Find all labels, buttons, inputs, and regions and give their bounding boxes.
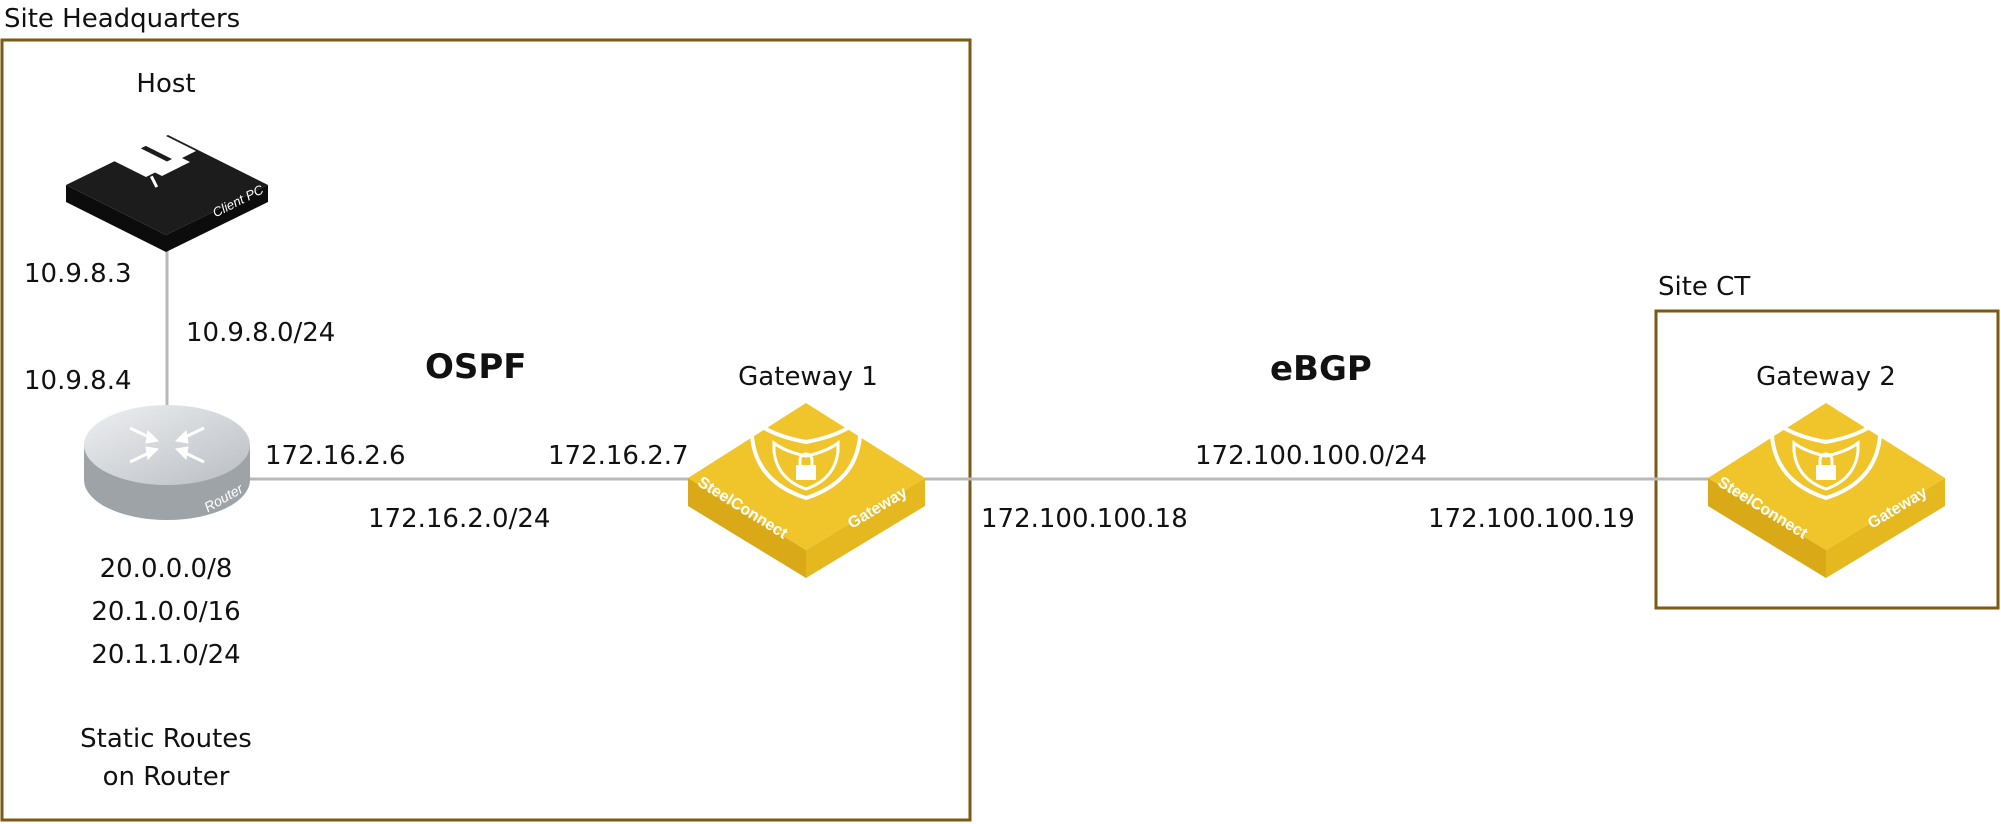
site-headquarters-label: Site Headquarters <box>4 4 241 34</box>
static-route-1: 20.0.0.0/8 <box>99 554 233 584</box>
gateway2-device[interactable]: SteelConnect Gateway <box>1708 403 1945 578</box>
gw1-router-side-ip-label: 172.16.2.7 <box>548 441 689 471</box>
gw1-gw2-subnet-label: 172.100.100.0/24 <box>1195 441 1428 471</box>
static-routes-caption-line2: on Router <box>102 762 230 792</box>
computer-icon <box>112 133 196 188</box>
ospf-label: OSPF <box>425 347 527 387</box>
static-route-3: 20.1.1.0/24 <box>91 640 241 670</box>
router-device[interactable]: Router <box>84 405 250 520</box>
router-gw1-side-ip-label: 172.16.2.6 <box>265 441 406 471</box>
shield-lock-icon <box>1770 415 1882 501</box>
gateway1-device[interactable]: SteelConnect Gateway <box>688 403 925 578</box>
gateway2-label: Gateway 2 <box>1756 362 1896 392</box>
gw1-wan-ip-label: 172.100.100.18 <box>981 504 1188 534</box>
gateway1-label: Gateway 1 <box>738 362 878 392</box>
ebgp-label: eBGP <box>1270 349 1372 389</box>
gw2-wan-ip-label: 172.100.100.19 <box>1428 504 1635 534</box>
site-ct-label: Site CT <box>1658 272 1751 302</box>
router-arrows-icon <box>129 426 205 464</box>
site-headquarters-box <box>0 38 972 822</box>
host-router-subnet-label: 10.9.8.0/24 <box>186 318 336 348</box>
router-host-side-ip-label: 10.9.8.4 <box>24 366 132 396</box>
host-label: Host <box>136 69 196 99</box>
shield-lock-icon <box>750 415 862 501</box>
static-routes-caption-line1: Static Routes <box>80 724 252 754</box>
host-ip-label: 10.9.8.3 <box>24 259 132 289</box>
site-ct-box <box>1654 309 2000 610</box>
router-gw1-subnet-label: 172.16.2.0/24 <box>368 504 551 534</box>
host-device[interactable]: Client PC <box>66 133 268 252</box>
static-route-2: 20.1.0.0/16 <box>91 597 241 627</box>
